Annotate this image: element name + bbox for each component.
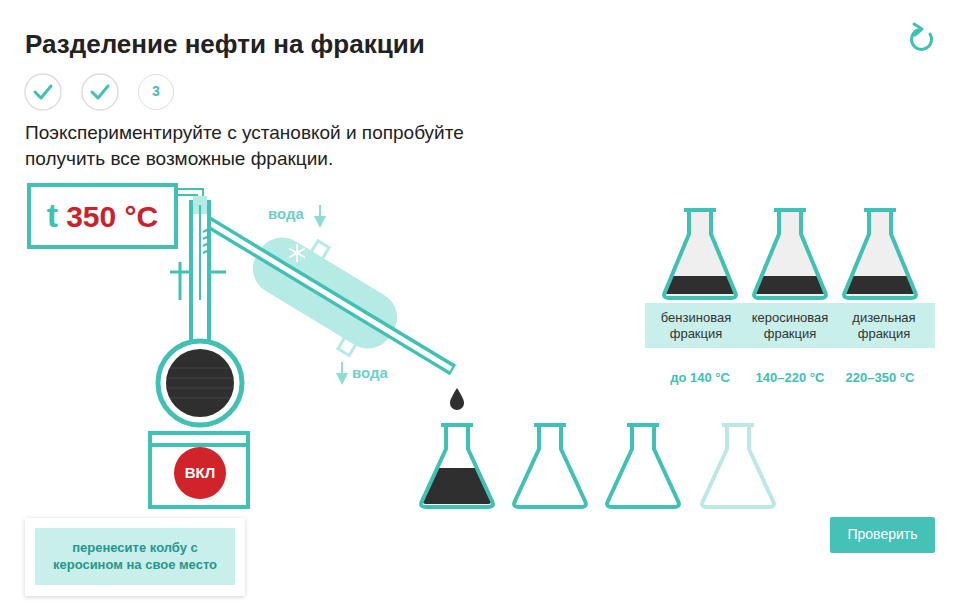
node-content: бензиновая фракциякеросиновая фракциядиз… [649, 310, 931, 341]
flask-fill [844, 210, 916, 298]
node-text: Проверить [847, 527, 917, 542]
fraction-flask [754, 210, 826, 298]
fraction-flask [664, 210, 736, 298]
water-in-arrow [319, 205, 321, 222]
receiving-flask [514, 425, 586, 507]
flask-lip [722, 423, 754, 427]
delivery-tube-bore [208, 222, 451, 369]
stripe [170, 398, 230, 399]
flask-outline [514, 425, 586, 507]
flask-fill [754, 210, 826, 298]
stripe [166, 378, 234, 379]
check-mark [35, 86, 51, 98]
snowflake-ray [290, 249, 304, 257]
refresh-arrow [914, 24, 922, 35]
receiving-flask [421, 425, 493, 507]
flask-outline [754, 210, 826, 298]
node-text: t [47, 197, 58, 234]
refresh-icon [912, 24, 932, 49]
flask-fill [664, 210, 736, 298]
check-button: Проверить [830, 517, 935, 553]
node-text: бензиновая фракция [649, 310, 743, 341]
check-mark [92, 86, 108, 98]
node-text: 3 [152, 84, 160, 99]
thermometer-display: t350 °C [27, 183, 178, 249]
flask-lip [684, 208, 716, 212]
crude-oil [166, 349, 234, 417]
stripe [166, 388, 234, 389]
node-content: ВКЛ [185, 465, 216, 482]
node-content: перенесите колбу с керосином на свое мес… [45, 540, 225, 573]
flask-lip [627, 423, 659, 427]
heater [150, 433, 248, 507]
step-circle [25, 74, 61, 110]
flask-liquid [666, 276, 734, 294]
delivery-tube [208, 222, 453, 370]
distillate-drop [450, 388, 464, 410]
node-text: ВКЛ [185, 465, 216, 482]
thermometer-stem [199, 205, 201, 300]
flask-fill [421, 425, 493, 507]
flask-outline [607, 425, 679, 507]
temperature-range: 220–350 °C [820, 370, 940, 386]
flask-neck-bore [193, 200, 207, 350]
water-label: вода [268, 205, 304, 223]
flask-outline [702, 425, 774, 507]
stand-rod [179, 262, 182, 300]
temperature-range: до 140 °C [640, 370, 760, 386]
flask-liquid [756, 276, 824, 294]
instruction-text: Поэкспериментируйте с установкой и попро… [25, 120, 505, 171]
node-text: дизельная фракция [837, 310, 931, 341]
flask-lip [534, 423, 566, 427]
flask-lip [774, 208, 806, 212]
flask-outline [844, 210, 916, 298]
hint-card [25, 518, 245, 596]
fraction-band: бензиновая фракциякеросиновая фракциядиз… [645, 303, 935, 348]
step-circle [82, 74, 118, 110]
water-label: вода [352, 364, 388, 382]
flask-lip [441, 423, 473, 427]
stripe [170, 368, 230, 369]
step-done [25, 74, 61, 110]
snowflake-icon [290, 245, 304, 261]
node-text: 350 °C [66, 200, 158, 233]
neck-ribbing [203, 228, 211, 253]
temperature-range: 140–220 °C [730, 370, 850, 386]
node-content: Проверить [847, 527, 917, 542]
flask-lip [864, 208, 896, 212]
rib [203, 228, 211, 232]
rib [203, 249, 211, 253]
flask-outline [664, 210, 736, 298]
snowflake-ray [290, 249, 304, 257]
water-out-arrow [341, 362, 343, 379]
refresh-arc [912, 30, 932, 49]
step-done [82, 74, 118, 110]
node-content: 3 [152, 84, 160, 99]
receiving-flask [607, 425, 679, 507]
node-text: керосиновая фракция [743, 310, 837, 341]
flask-bulb [158, 341, 242, 425]
flask-liquid [846, 276, 914, 294]
rib [203, 242, 211, 246]
power-button: ВКЛ [174, 447, 226, 499]
hint-box: перенесите колбу с керосином на свое мес… [35, 528, 235, 585]
receiving-flask-faded [702, 425, 774, 507]
oil-stripes [166, 368, 234, 398]
page-title: Разделение нефти на фракции [25, 28, 425, 60]
step-circle: 3 [138, 74, 174, 110]
rib [203, 235, 211, 239]
node-text: перенесите колбу с керосином на свое мес… [45, 540, 225, 573]
node-content: t350 °C [47, 197, 158, 234]
fraction-flask [844, 210, 916, 298]
flask-outline [421, 425, 493, 507]
